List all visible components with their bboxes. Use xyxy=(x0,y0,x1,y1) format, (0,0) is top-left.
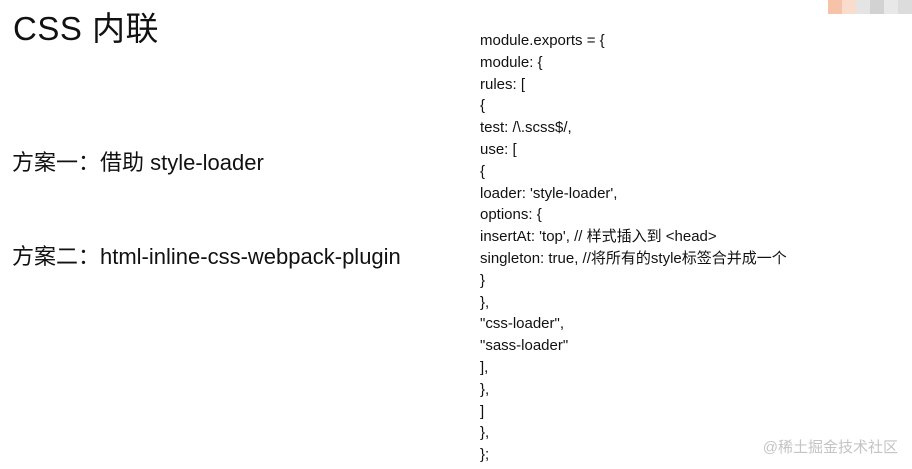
code-line: use: [ xyxy=(480,140,517,158)
code-line: }, xyxy=(480,424,490,442)
code-line: module.exports = { xyxy=(480,32,605,49)
code-line: options: { xyxy=(480,206,542,224)
code-line: singleton: true, //将所有的style标签合并成一个 xyxy=(480,249,787,267)
code-line: ], xyxy=(480,358,489,376)
code-line: }, xyxy=(480,293,490,311)
code-line: insertAt: 'top', // 样式插入到 <head> xyxy=(480,228,717,246)
code-line: { xyxy=(480,162,486,180)
plan-2-text: 方案二：html-inline-css-webpack-plugin xyxy=(12,244,401,269)
code-line: }, xyxy=(480,380,490,398)
decor-block xyxy=(884,0,898,14)
code-line: "sass-loader" xyxy=(480,337,569,355)
code-line: } xyxy=(480,271,486,289)
code-line: "css-loader", xyxy=(480,315,565,333)
slide-title: CSS 内联 xyxy=(13,10,160,47)
corner-decoration xyxy=(828,0,912,14)
watermark-text: @稀土掘金技术社区 xyxy=(762,439,898,456)
code-line: rules: [ xyxy=(480,75,526,93)
webpack-config-code: module.exports = { module: { rules: [ { … xyxy=(480,30,787,466)
decor-block xyxy=(828,0,842,14)
code-line: module: { xyxy=(480,53,543,71)
code-line: ] xyxy=(480,402,485,420)
decor-block xyxy=(898,0,912,14)
code-line: loader: 'style-loader', xyxy=(480,184,618,202)
decor-block xyxy=(842,0,856,14)
decor-block xyxy=(870,0,884,14)
code-line: }; xyxy=(480,446,490,464)
decor-block xyxy=(856,0,870,14)
code-line: { xyxy=(480,97,486,115)
plan-1-text: 方案一：借助 style-loader xyxy=(12,150,264,175)
code-line: test: /\.scss$/, xyxy=(480,119,572,137)
